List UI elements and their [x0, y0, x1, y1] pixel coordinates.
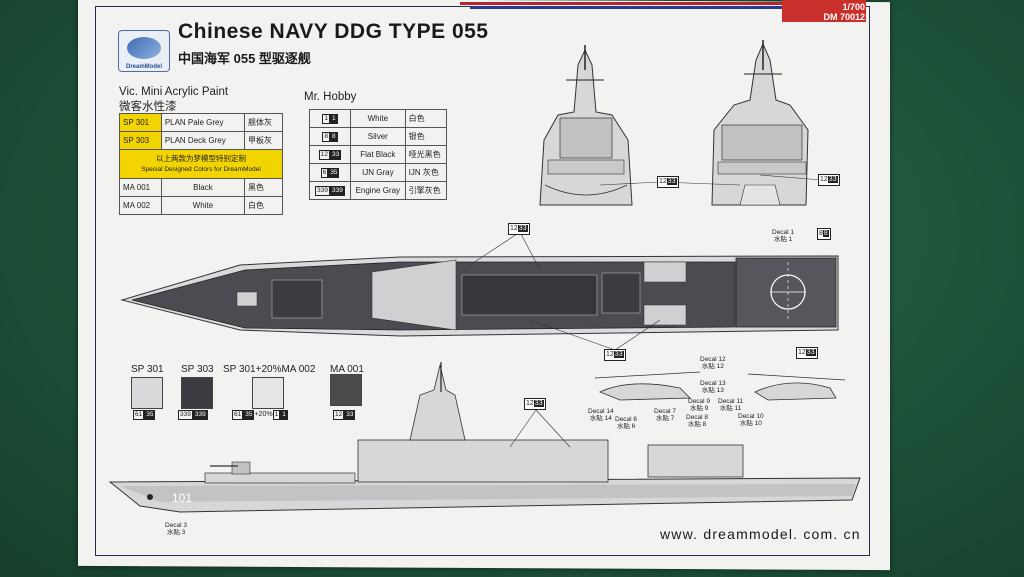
swatch-sp301	[131, 377, 163, 409]
leader-lines	[469, 174, 823, 448]
color-callout: 1233	[604, 349, 626, 361]
helicopter-right	[747, 373, 846, 401]
table-row: MA 001 Black 黑色	[119, 178, 283, 197]
vic-paint-title-cn: 微客水性漆	[119, 101, 177, 113]
color-callout: 1233	[657, 176, 679, 188]
dreammodel-logo: DreamModel	[118, 30, 170, 72]
color-callout: 88	[817, 228, 831, 240]
mr-hobby-title: Mr. Hobby	[304, 91, 357, 103]
swatch-sp301-mix	[252, 377, 284, 409]
website-url: www. dreammodel. com. cn	[660, 526, 861, 542]
page-title: Chinese NAVY DDG TYPE 055	[178, 20, 489, 43]
ship-side-profile: 101	[108, 362, 861, 513]
table-row: 以上两款为梦模型特别定制 Special Designed Colors for…	[119, 149, 283, 179]
ship-plan-view	[120, 255, 839, 337]
color-callout: 1233	[818, 174, 840, 186]
page-subtitle: 中国海军 055 型驱逐舰	[178, 51, 311, 66]
table-row: MA 002 White 白色	[119, 196, 283, 215]
color-callout: 1233	[796, 347, 818, 359]
ship-front-view-right	[711, 40, 809, 206]
color-callout: 1233	[524, 398, 546, 410]
color-callout: 1233	[508, 223, 530, 235]
vic-paint-table: SP 301 PLAN Pale Grey 舰体灰 SP 303 PLAN De…	[119, 113, 283, 215]
ship-front-view-left	[539, 45, 633, 206]
scale-label: 1/700 DM 70012	[823, 2, 865, 22]
swatch-ma001	[330, 374, 362, 406]
swatch-sp303	[181, 377, 213, 409]
helicopter-left	[594, 371, 701, 401]
vic-paint-title: Vic. Mini Acrylic Paint	[119, 86, 229, 98]
hull-number: 101	[172, 491, 192, 505]
